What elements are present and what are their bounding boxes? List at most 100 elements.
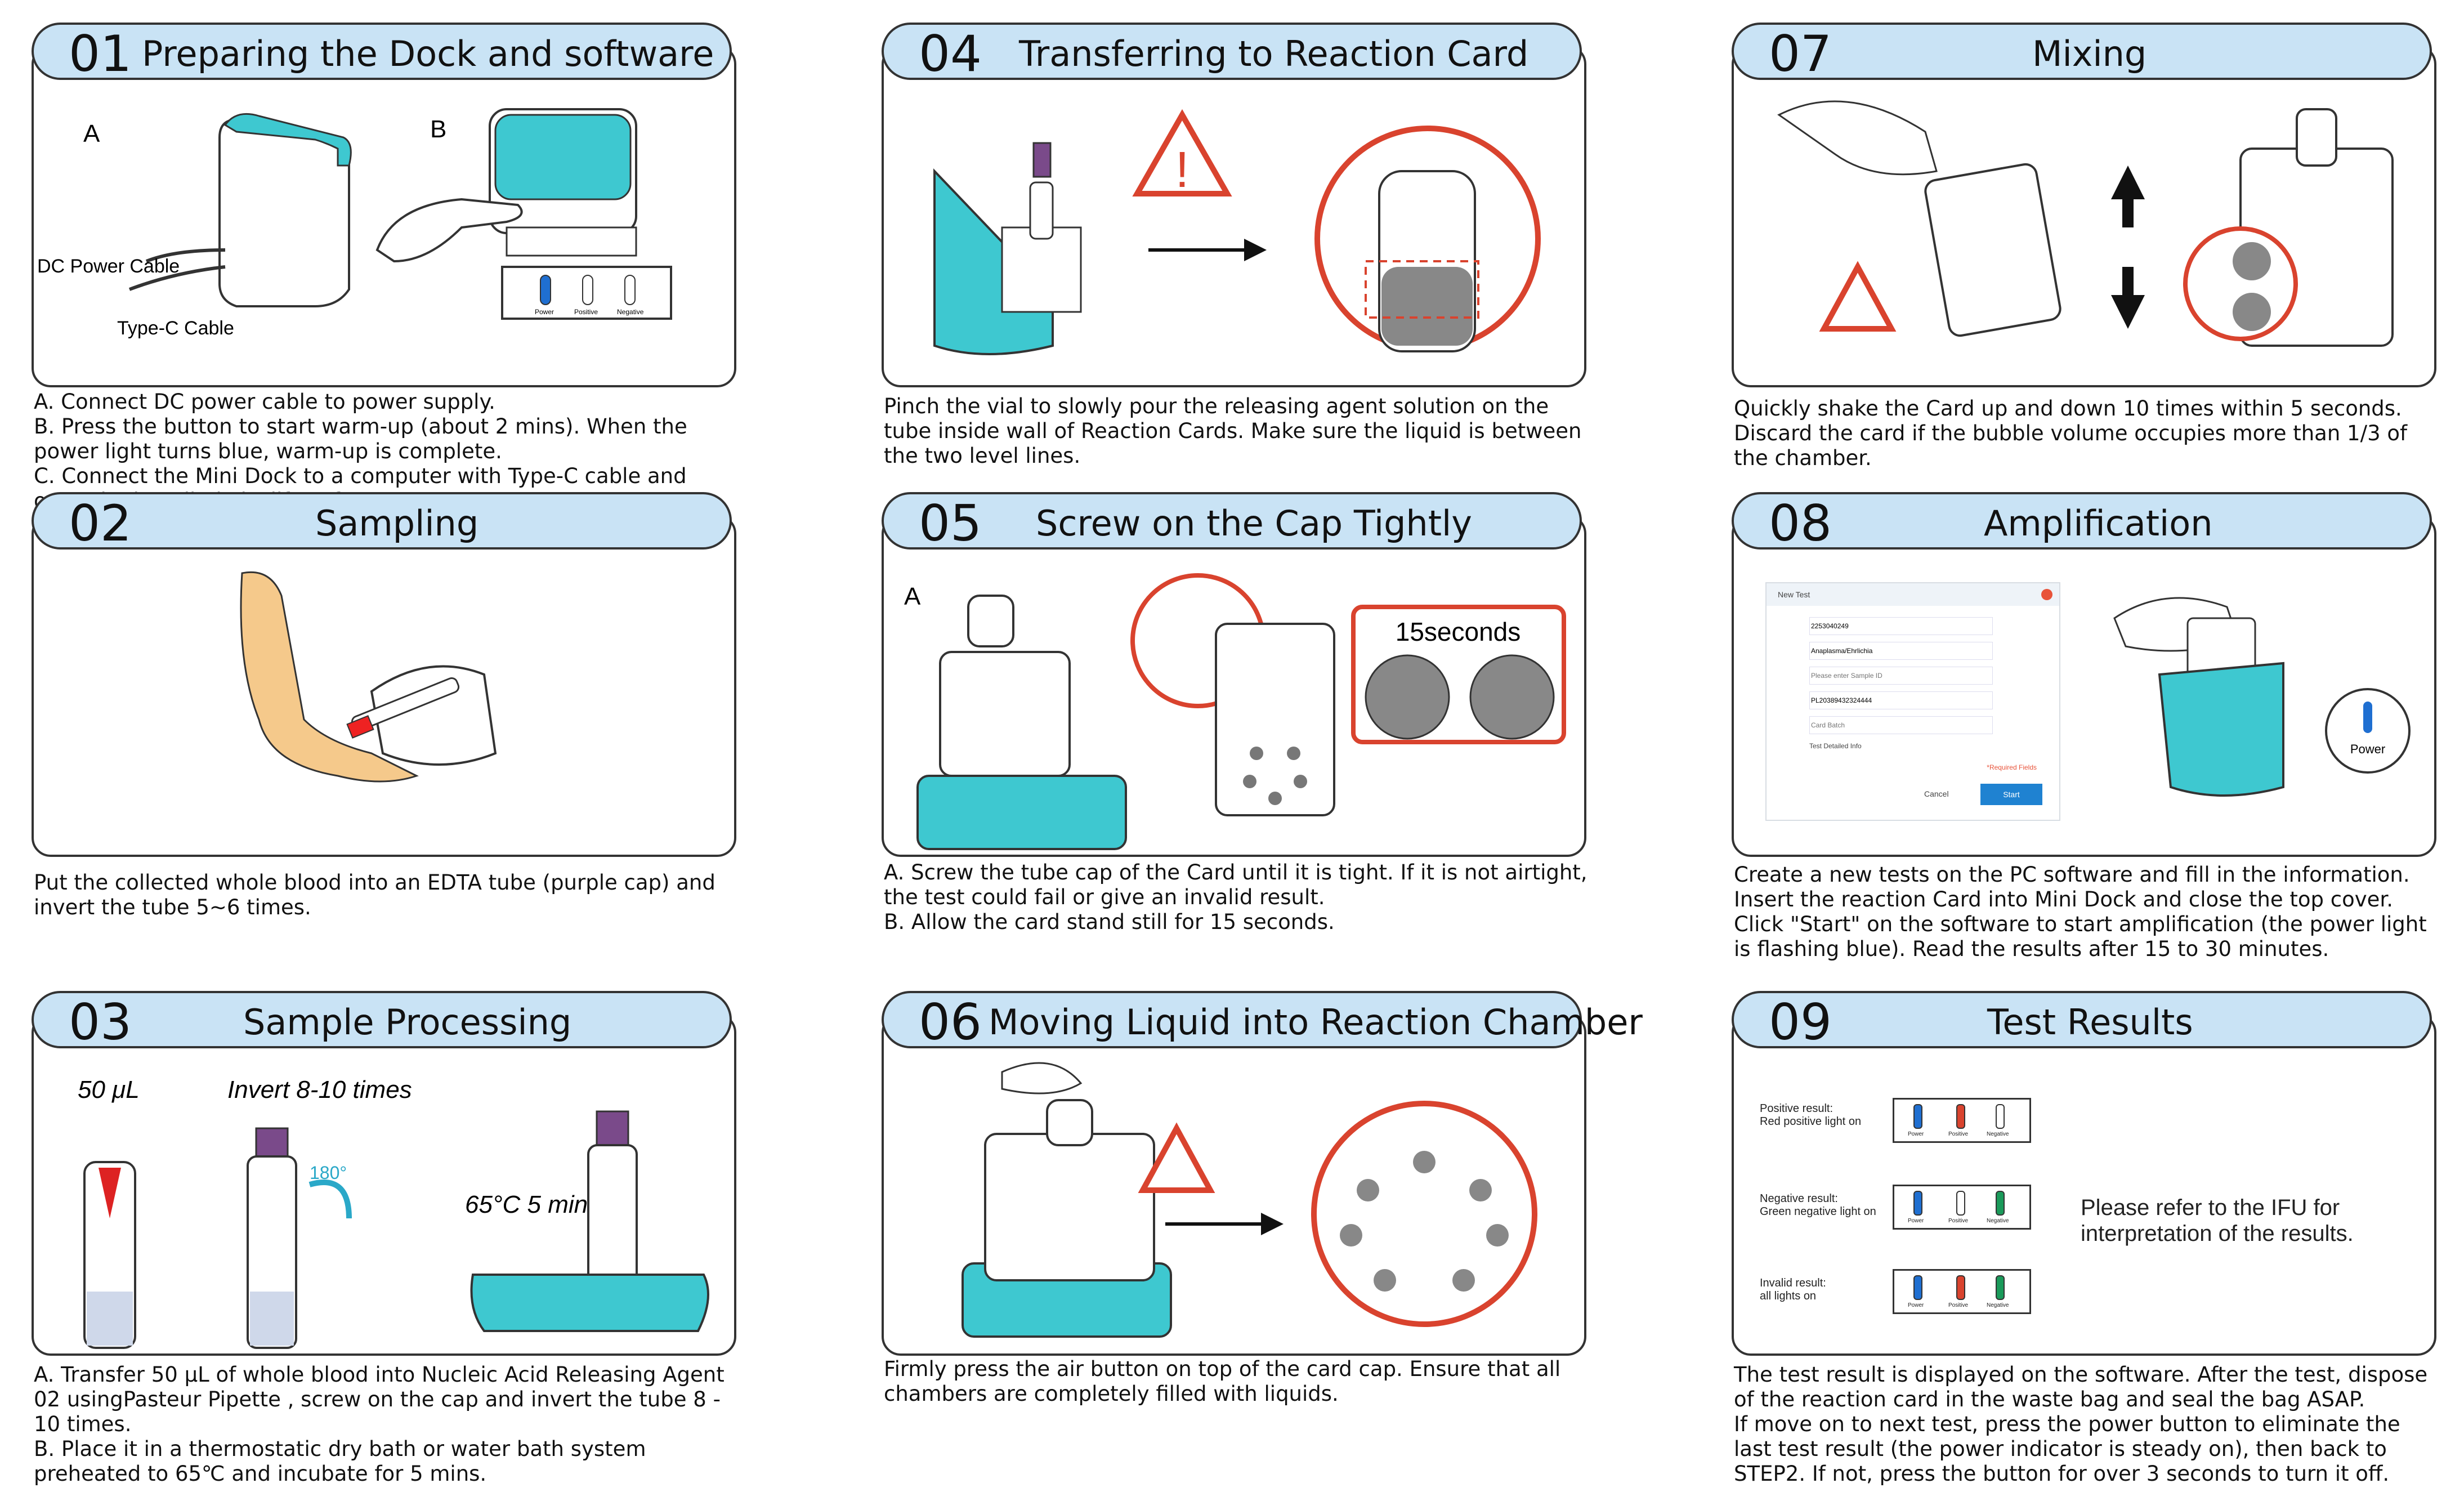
step-08: 08 Amplification New Test Test Detailed … bbox=[1732, 492, 2436, 961]
reaction-card bbox=[1924, 163, 2061, 337]
animal-leg bbox=[240, 571, 419, 783]
step-03: 03 Sample Processing 50 μL Invert 8-10 t… bbox=[32, 991, 736, 1498]
negative-light bbox=[1996, 1191, 2005, 1216]
positive-light bbox=[1956, 1191, 1965, 1216]
dock-icon bbox=[916, 775, 1127, 850]
svg-text:A: A bbox=[904, 583, 921, 610]
svg-text:Negative: Negative bbox=[617, 308, 644, 316]
step-title: Amplification bbox=[1984, 503, 2213, 544]
hand-icon bbox=[375, 198, 523, 263]
step-description: A. Transfer 50 μL of whole blood into Nu… bbox=[34, 1362, 725, 1486]
step-description: A. Screw the tube cap of the Card until … bbox=[884, 860, 1587, 934]
reaction-card bbox=[1215, 623, 1335, 816]
step-09-header: 09 Test Results bbox=[1732, 991, 2432, 1051]
cancel-button[interactable]: Cancel bbox=[1924, 789, 1949, 798]
step-title: Preparing the Dock and software bbox=[142, 33, 714, 74]
svg-text:50 μL: 50 μL bbox=[78, 1076, 140, 1104]
dock-icon bbox=[2158, 662, 2284, 797]
svg-text:180°: 180° bbox=[310, 1163, 347, 1183]
sample-id-field[interactable] bbox=[1809, 667, 1993, 685]
step-title: Sample Processing bbox=[243, 1002, 572, 1043]
result-row: Positive result: Red positive light on P… bbox=[1760, 1095, 2098, 1151]
svg-text:15seconds: 15seconds bbox=[1396, 617, 1521, 646]
step-01: 01 Preparing the Dock and software A B D… bbox=[32, 23, 736, 513]
dock-insert-illustration: Power bbox=[2113, 597, 2411, 797]
step-05: 05 Screw on the Cap Tightly A B 15second… bbox=[882, 492, 1587, 942]
test-type-select[interactable] bbox=[1809, 642, 1993, 660]
arrow-down-icon bbox=[2111, 267, 2145, 329]
test-id-field[interactable] bbox=[1809, 617, 1993, 635]
step-title: Mixing bbox=[2032, 33, 2147, 74]
negative-light bbox=[1996, 1275, 2005, 1300]
step-description: Create a new tests on the PC software an… bbox=[1734, 863, 2427, 961]
step-02: 02 Sampling Put the collected whole bloo… bbox=[32, 492, 736, 942]
light-panel: Power Positive Negative bbox=[1893, 1269, 2031, 1314]
step-title: Sampling bbox=[315, 503, 479, 544]
step-04: 04 Transferring to Reaction Card ! Pinch… bbox=[882, 23, 1586, 501]
step-02-header: 02 Sampling bbox=[32, 492, 732, 552]
step-06: 06 Moving Liquid into Reaction Chamber F… bbox=[882, 991, 1643, 1441]
hand-icon bbox=[370, 665, 497, 766]
dc-cable-label: DC Power Cable bbox=[37, 256, 180, 277]
step-number: 02 bbox=[69, 494, 132, 552]
positive-light bbox=[1956, 1275, 1965, 1300]
warning-icon bbox=[1138, 1122, 1215, 1193]
dialog-title: New Test bbox=[1778, 590, 1810, 599]
svg-text:65°C 5 min: 65°C 5 min bbox=[465, 1191, 588, 1218]
card-batch-field[interactable] bbox=[1809, 716, 1993, 734]
required-note: *Required Fields bbox=[1987, 763, 2037, 771]
dock-top bbox=[494, 114, 632, 200]
close-icon[interactable] bbox=[2041, 589, 2052, 600]
step-09: 09 Test Results Positive result: Red pos… bbox=[1732, 991, 2436, 1498]
blood-sampling-illustration bbox=[240, 571, 497, 783]
svg-text:Invert 8-10 times: Invert 8-10 times bbox=[227, 1076, 412, 1104]
hand-icon bbox=[1777, 100, 1938, 176]
step-number: 01 bbox=[69, 25, 132, 83]
new-test-dialog: New Test Test Detailed Info *Required Fi… bbox=[1765, 582, 2060, 821]
step-number: 09 bbox=[1769, 993, 1832, 1051]
step-number: 06 bbox=[919, 993, 982, 1051]
step-number: 07 bbox=[1769, 25, 1832, 83]
mixing-illustration bbox=[1777, 100, 2394, 347]
power-light bbox=[540, 275, 551, 305]
step-07-header: 07 Mixing bbox=[1732, 23, 2432, 83]
power-light bbox=[1913, 1275, 1922, 1300]
positive-light bbox=[1956, 1104, 1965, 1129]
step-07: 07 Mixing Quickly shake the Card up and … bbox=[1732, 23, 2436, 501]
detail-checkbox-label[interactable]: Test Detailed Info bbox=[1809, 742, 1862, 750]
power-light bbox=[1913, 1104, 1922, 1129]
step-08-header: 08 Amplification bbox=[1732, 492, 2432, 552]
step-number: 03 bbox=[69, 993, 132, 1051]
dock-setup-illustration: A B DC Power Cable Type-C Cable Power Po… bbox=[37, 108, 672, 339]
light-panel: Power Positive Negative bbox=[1893, 1098, 2031, 1143]
step-description: Firmly press the air button on top of th… bbox=[884, 1357, 1561, 1406]
screw-cap-illustration: A B 15seconds bbox=[904, 573, 1566, 850]
step-description: Pinch the vial to slowly pour the releas… bbox=[884, 394, 1582, 468]
power-light bbox=[1913, 1191, 1922, 1216]
step-description: Quickly shake the Card up and down 10 ti… bbox=[1734, 396, 2408, 470]
step-title: Test Results bbox=[1987, 1002, 2193, 1043]
typec-cable-label: Type-C Cable bbox=[117, 318, 234, 339]
warning-icon bbox=[1819, 261, 1897, 332]
label-a: A bbox=[83, 120, 100, 148]
step-05-header: 05 Screw on the Cap Tightly bbox=[882, 492, 1582, 552]
light-panel: Power Positive Negative bbox=[1893, 1185, 2031, 1230]
step-number: 08 bbox=[1769, 494, 1832, 552]
step-title: Screw on the Cap Tightly bbox=[1036, 503, 1472, 544]
step-09-panel bbox=[1732, 1013, 2436, 1356]
step-title: Moving Liquid into Reaction Chamber bbox=[989, 1002, 1643, 1043]
press-button-illustration bbox=[962, 1062, 1537, 1338]
mini-dock-side bbox=[218, 118, 350, 307]
svg-text:!: ! bbox=[1175, 142, 1189, 198]
svg-text:Power: Power bbox=[535, 308, 554, 316]
card-id-field[interactable] bbox=[1809, 691, 1993, 709]
start-button[interactable]: Start bbox=[1980, 784, 2042, 805]
cap-icon bbox=[967, 595, 1014, 647]
purple-cap bbox=[255, 1127, 289, 1158]
zoom-circle bbox=[1311, 1101, 1537, 1327]
step-number: 05 bbox=[919, 494, 982, 552]
step-number: 04 bbox=[919, 25, 982, 83]
svg-text:Power: Power bbox=[2350, 742, 2385, 756]
step-description: The test result is displayed on the soft… bbox=[1734, 1362, 2428, 1486]
transfer-illustration: ! bbox=[933, 109, 1541, 355]
